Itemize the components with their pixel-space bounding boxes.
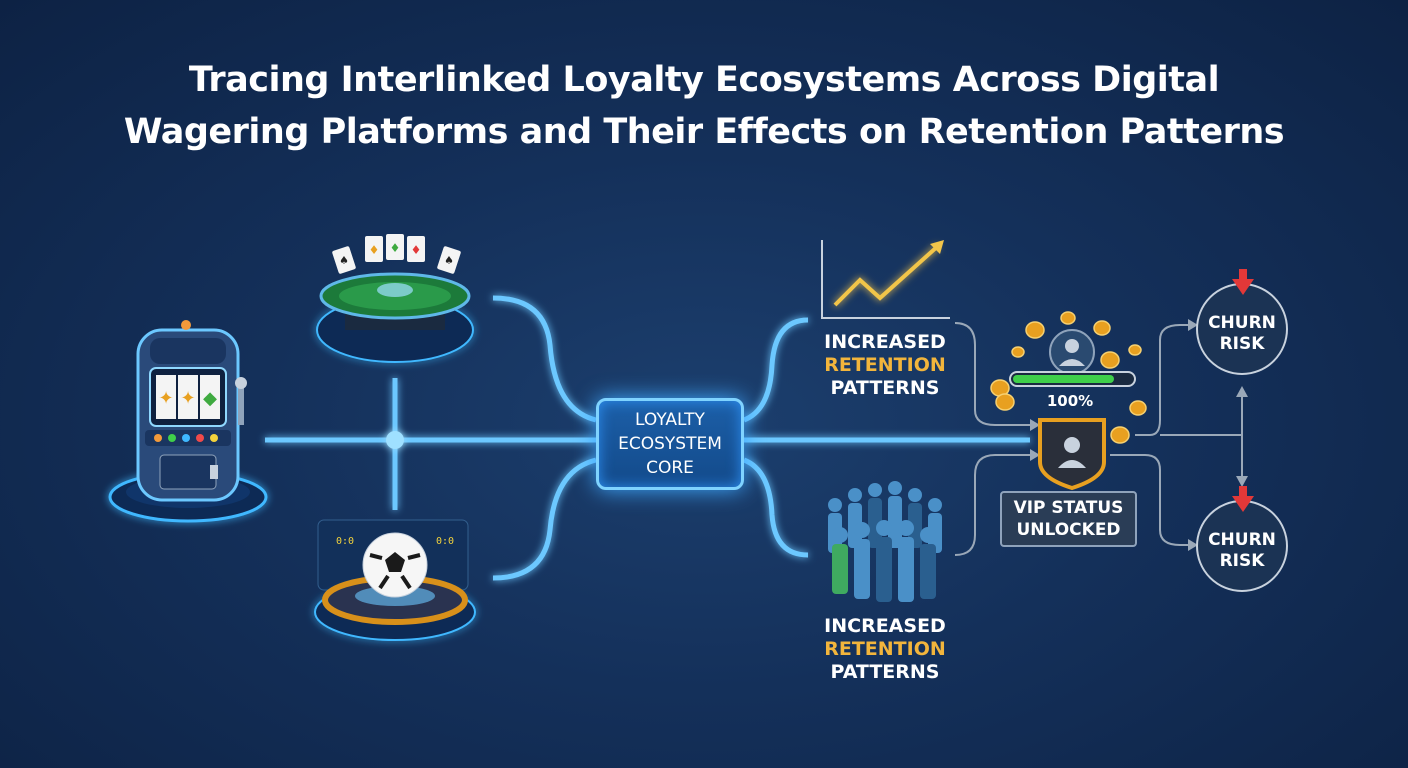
outcome-bottom-line-3: PATTERNS — [830, 661, 940, 683]
vip-progress-bar — [1009, 371, 1136, 387]
svg-text:✦: ✦ — [180, 388, 195, 409]
down-arrow-icon — [1232, 486, 1254, 512]
vip-status-line-2: UNLOCKED — [1016, 520, 1121, 540]
outcome-top-line-3: PATTERNS — [830, 377, 940, 399]
slot-machine-icon: ✦ ✦ ◆ — [108, 320, 268, 523]
crowd-icon — [828, 481, 942, 602]
poker-table-icon: ♦ ♦ ♦ ♠ ♠ — [316, 234, 474, 363]
vip-status-box: VIP STATUS UNLOCKED — [1000, 491, 1137, 547]
outcome-bottom-line-1: INCREASED — [824, 615, 946, 637]
core-label-2: ECOSYSTEM — [618, 434, 722, 454]
outcome-top-line-1: INCREASED — [824, 331, 946, 353]
churn-top-line-2: RISK — [1219, 334, 1265, 354]
diagram-title-line-1: Tracing Interlinked Loyalty Ecosystems A… — [188, 60, 1220, 100]
cross-node — [386, 431, 404, 449]
vip-avatar-icon — [1049, 329, 1095, 375]
grey-arrowheads — [1030, 319, 1248, 551]
churn-bottom-line-1: CHURN — [1208, 530, 1276, 550]
outcome-top-label: INCREASED RETENTION PATTERNS — [800, 331, 970, 400]
vip-progress-label: 100% — [1046, 392, 1094, 410]
outcome-bottom-label: INCREASED RETENTION PATTERNS — [800, 615, 970, 684]
churn-risk-top: CHURN RISK — [1196, 269, 1288, 375]
soccer-ball-icon: 0:0 0:0 — [314, 519, 476, 641]
outcome-top-line-2: RETENTION — [824, 354, 946, 376]
vip-badge-icon — [1038, 418, 1106, 491]
svg-text:♠: ♠ — [339, 254, 349, 267]
svg-text:♦: ♦ — [390, 241, 401, 255]
churn-top-line-1: CHURN — [1208, 313, 1276, 333]
connector-lines — [265, 295, 1030, 581]
link-core-to-top — [742, 317, 809, 423]
grey-connectors — [954, 322, 1243, 556]
diagram-title-line-2: Wagering Platforms and Their Effects on … — [123, 112, 1285, 152]
loyalty-core-node: LOYALTY ECOSYSTEM CORE — [596, 398, 744, 490]
svg-text:♦: ♦ — [369, 243, 380, 257]
coin-icon — [990, 311, 1147, 444]
link-sports-to-core — [492, 457, 597, 581]
core-label-3: CORE — [646, 458, 694, 478]
outcome-bottom-line-2: RETENTION — [824, 638, 946, 660]
down-arrow-icon — [1232, 269, 1254, 295]
svg-text:0:0: 0:0 — [436, 536, 454, 547]
core-label-1: LOYALTY — [635, 410, 705, 430]
link-poker-to-core — [492, 295, 597, 423]
svg-text:✦: ✦ — [158, 388, 173, 409]
svg-text:♦: ♦ — [411, 243, 422, 257]
churn-risk-bottom: CHURN RISK — [1196, 486, 1288, 592]
churn-bottom-line-2: RISK — [1219, 551, 1265, 571]
svg-text:◆: ◆ — [203, 388, 217, 409]
vip-status-line-1: VIP STATUS — [1013, 498, 1124, 518]
link-core-to-bottom — [742, 457, 809, 558]
svg-text:♠: ♠ — [444, 254, 454, 267]
svg-text:0:0: 0:0 — [336, 536, 354, 547]
growth-chart-icon — [821, 240, 950, 319]
